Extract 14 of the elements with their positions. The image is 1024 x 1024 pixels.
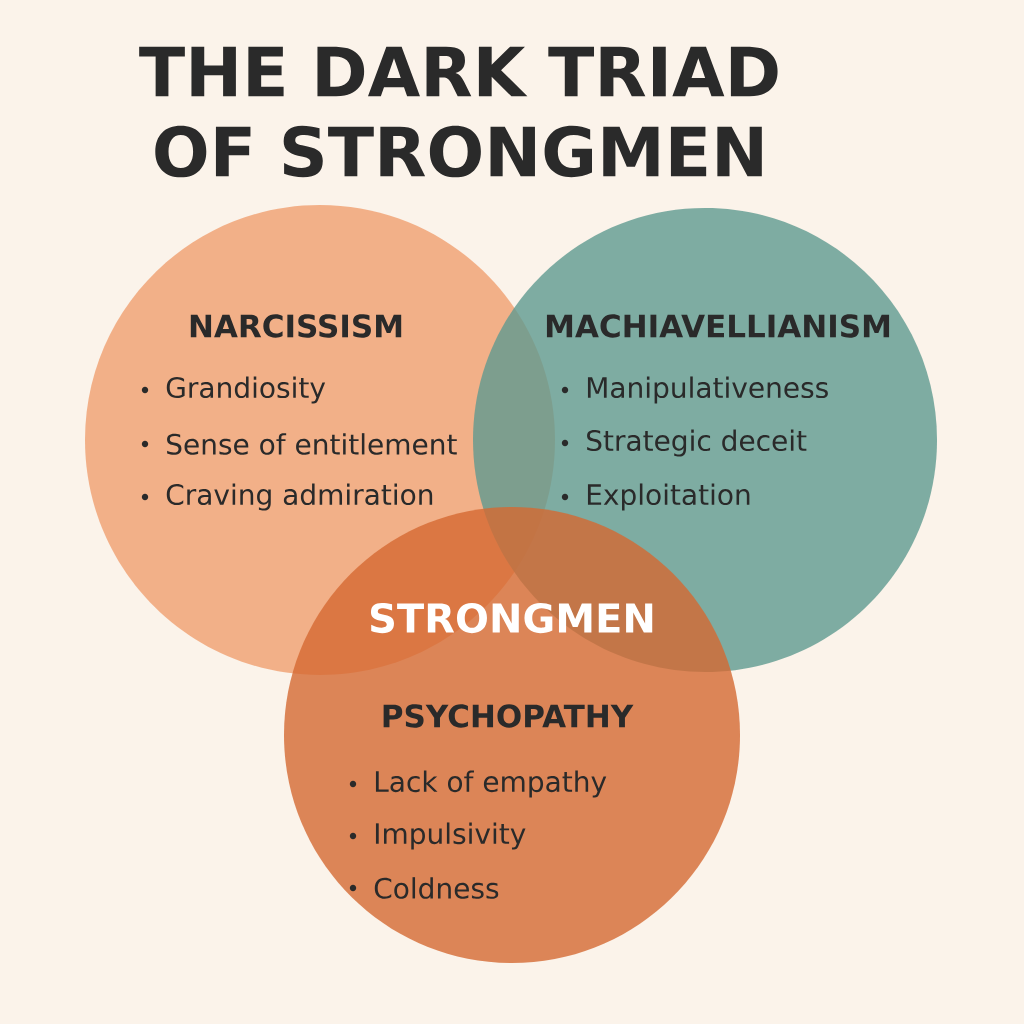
bullet-item: Grandiosity [166,376,326,404]
title: THE DARK TRIAD OF STRONGMEN [139,46,778,178]
bullet-item: Coldness [374,877,499,899]
bullet-item: Manipulativeness [587,376,828,404]
bullet-item: Lack of empathy [375,770,607,798]
circle-heading: NARCISSISM [190,314,402,338]
bullet-item: Impulsivity [375,822,526,850]
circle-heading: MACHIAVELLIANISM [546,314,890,338]
center-label: STRONGMEN [370,602,653,634]
circle-heading: PSYCHOPATHY [383,704,634,728]
bullet-item: Exploitation [587,483,750,511]
bullet-item: Sense of entitlement [167,433,457,455]
bullet-item: Strategic deceit [587,429,807,457]
bullet-item: Craving admiration [166,483,433,511]
